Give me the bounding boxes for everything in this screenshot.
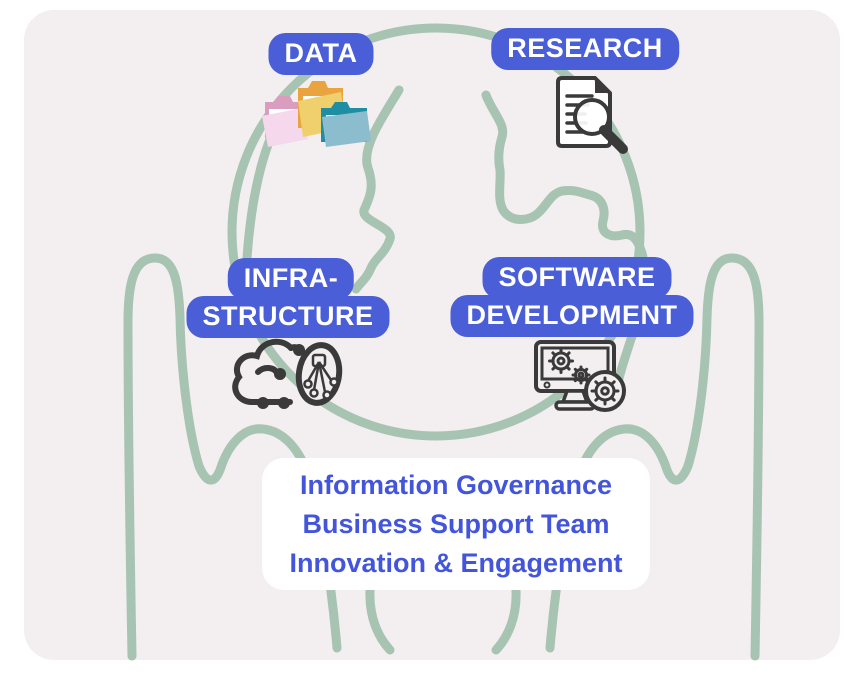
cloud-network-icon <box>232 338 343 409</box>
footer-line-innovation-engagement: Innovation & Engagement <box>289 547 623 578</box>
folders-icon <box>262 81 371 147</box>
label-research: RESEARCH <box>491 28 679 70</box>
monitor-gears-icon <box>534 340 626 412</box>
gear-icon <box>548 348 591 385</box>
label-software-line1: SOFTWARE <box>482 257 672 299</box>
label-data: DATA <box>268 33 374 75</box>
footer-line-information-governance: Information Governance <box>299 469 613 500</box>
globe-circle <box>227 23 645 441</box>
label-infrastructure-line1: INFRA- <box>227 258 355 300</box>
continent-center-left-edge <box>351 85 404 294</box>
right-hand-thumb <box>683 253 764 661</box>
teams-footer-box: Information Governance Business Support … <box>262 458 650 590</box>
label-infrastructure-line2: STRUCTURE <box>186 296 390 338</box>
document-search-icon <box>556 76 628 154</box>
label-software-line2: DEVELOPMENT <box>450 295 694 337</box>
gear-icon <box>590 376 620 406</box>
footer-line-business-support-team: Business Support Team <box>302 508 610 539</box>
left-hand-thumb <box>123 253 204 661</box>
